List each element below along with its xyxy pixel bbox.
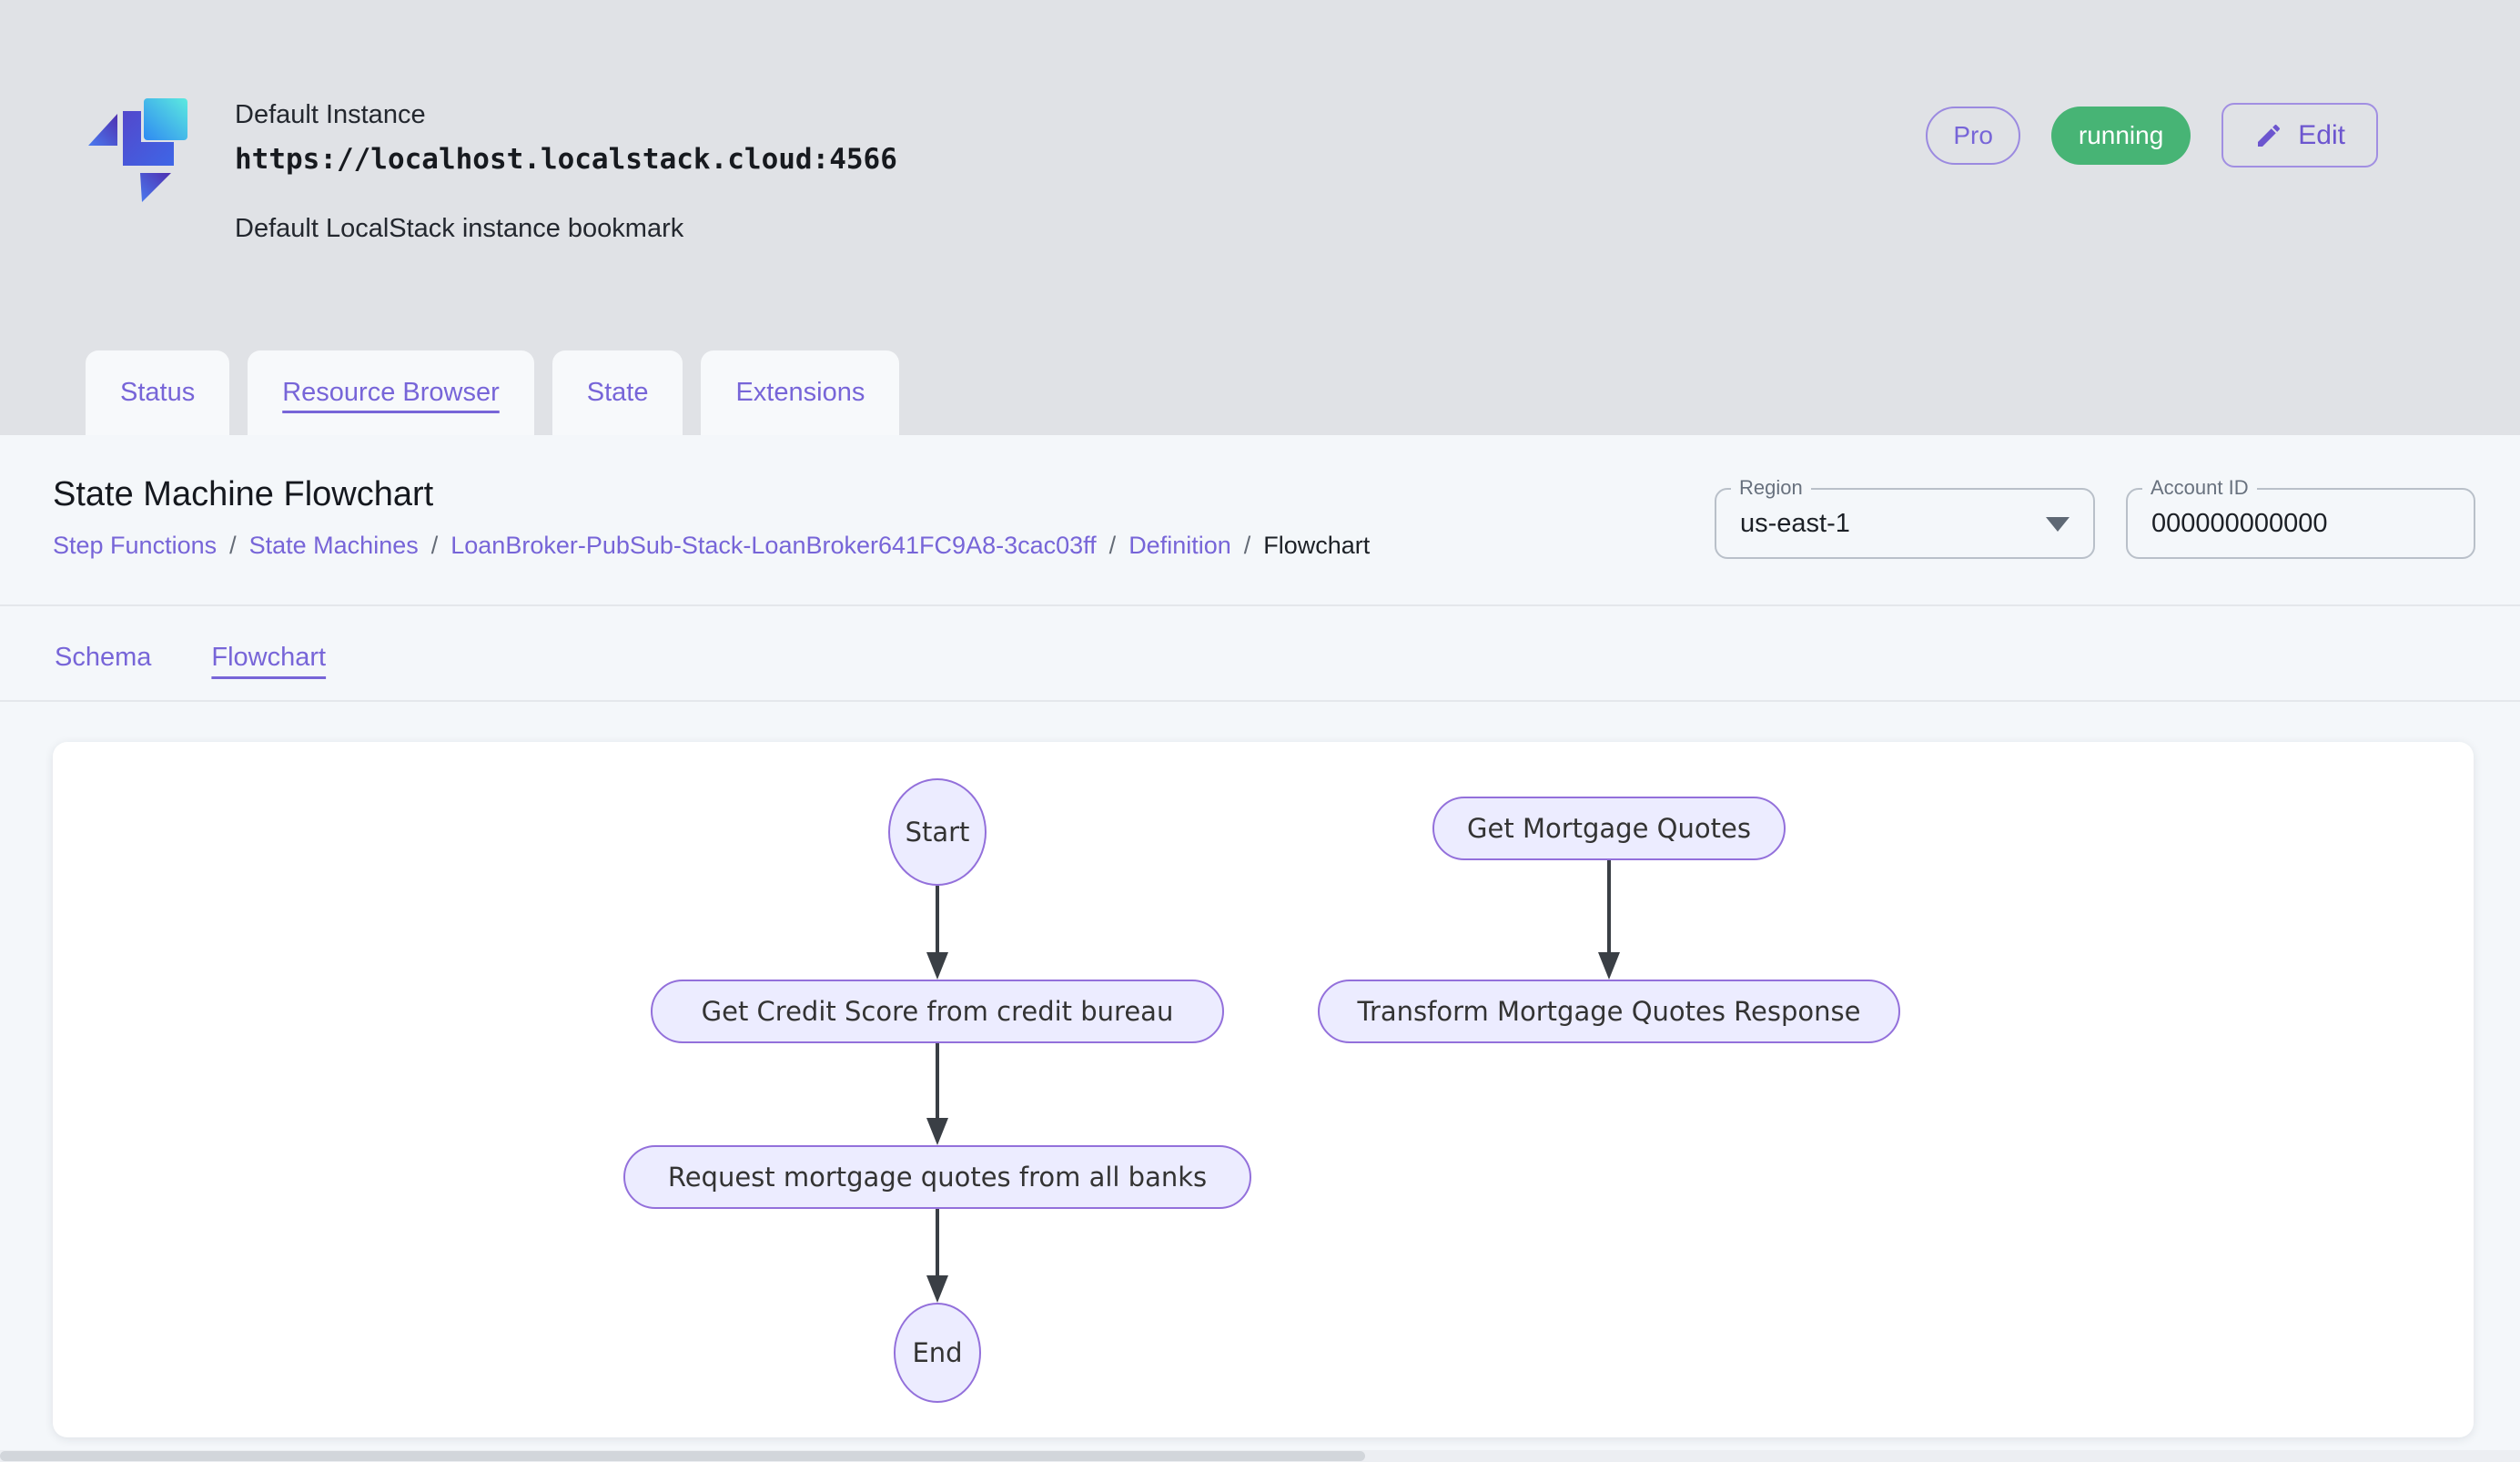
flowchart-node-start: Start (888, 778, 987, 886)
divider (0, 700, 2520, 702)
logo-triangle-bottom (140, 173, 171, 202)
edit-button-label: Edit (2298, 119, 2345, 150)
tab-resource-browser[interactable]: Resource Browser (248, 350, 534, 435)
tab-extensions[interactable]: Extensions (701, 350, 900, 435)
breadcrumb-flowchart-current: Flowchart (1263, 532, 1371, 559)
region-select-value: us-east-1 (1740, 508, 1850, 538)
resource-browser-panel: State Machine Flowchart Step Functions /… (0, 435, 2520, 1462)
logo-square (144, 98, 187, 140)
pencil-icon (2254, 121, 2283, 150)
instance-description: Default LocalStack instance bookmark (235, 214, 684, 243)
running-status-badge: running (2050, 106, 2191, 165)
breadcrumb-separator: / (1243, 532, 1251, 559)
tab-extensions-label: Extensions (735, 378, 865, 407)
breadcrumb-step-functions[interactable]: Step Functions (53, 532, 218, 559)
subtab-schema[interactable]: Schema (55, 643, 152, 672)
flowchart-node-get-credit-score: Get Credit Score from credit bureau (651, 980, 1224, 1043)
horizontal-scrollbar-track (0, 1450, 2520, 1462)
localstack-logo (86, 86, 206, 220)
breadcrumb-definition[interactable]: Definition (1128, 532, 1231, 559)
tab-status[interactable]: Status (86, 350, 230, 435)
flowchart-card: Start Get Credit Score from credit burea… (53, 742, 2474, 1437)
page-title: State Machine Flowchart (53, 475, 434, 513)
tab-status-label: Status (120, 378, 196, 407)
account-id-field: Account ID (2126, 476, 2475, 559)
flowchart-node-get-mortgage-quotes: Get Mortgage Quotes (1432, 797, 1786, 860)
region-select-label: Region (1731, 476, 1811, 500)
flowchart-node-request-quotes: Request mortgage quotes from all banks (623, 1145, 1251, 1209)
instance-url: https://localhost.localstack.cloud:4566 (235, 143, 897, 176)
divider (0, 604, 2520, 606)
header-actions: Pro running Edit (1926, 103, 2378, 168)
instance-header: Default Instance https://localhost.local… (235, 100, 897, 244)
breadcrumb-state-machines[interactable]: State Machines (248, 532, 419, 559)
region-select[interactable]: Region us-east-1 (1715, 476, 2095, 559)
edit-button[interactable]: Edit (2221, 103, 2378, 168)
instance-name: Default Instance (235, 100, 426, 129)
chevron-down-icon (2046, 517, 2070, 532)
breadcrumb-state-machine-name[interactable]: LoanBroker-PubSub-Stack-LoanBroker641FC9… (450, 532, 1097, 559)
pro-badge: Pro (1926, 106, 2020, 165)
flowchart-edges (926, 860, 1620, 1303)
breadcrumb-separator: / (1108, 532, 1117, 559)
flowchart-node-end: End (894, 1303, 981, 1403)
breadcrumb: Step Functions / State Machines / LoanBr… (53, 532, 1370, 560)
breadcrumb-separator: / (430, 532, 439, 559)
subtab-flowchart[interactable]: Flowchart (211, 643, 327, 672)
tab-state[interactable]: State (552, 350, 683, 435)
definition-subtab-bar: Schema Flowchart (55, 643, 326, 673)
logo-triangle-left (88, 114, 117, 146)
account-id-input[interactable] (2151, 490, 2428, 557)
horizontal-scrollbar-thumb[interactable] (0, 1451, 1365, 1461)
tab-resource-browser-label: Resource Browser (282, 378, 500, 407)
main-tab-bar: Status Resource Browser State Extensions (86, 350, 900, 435)
tab-state-label: State (586, 378, 649, 407)
breadcrumb-separator: / (229, 532, 237, 559)
flowchart-node-transform-response: Transform Mortgage Quotes Response (1318, 980, 1900, 1043)
logo-l-shape (123, 111, 174, 166)
